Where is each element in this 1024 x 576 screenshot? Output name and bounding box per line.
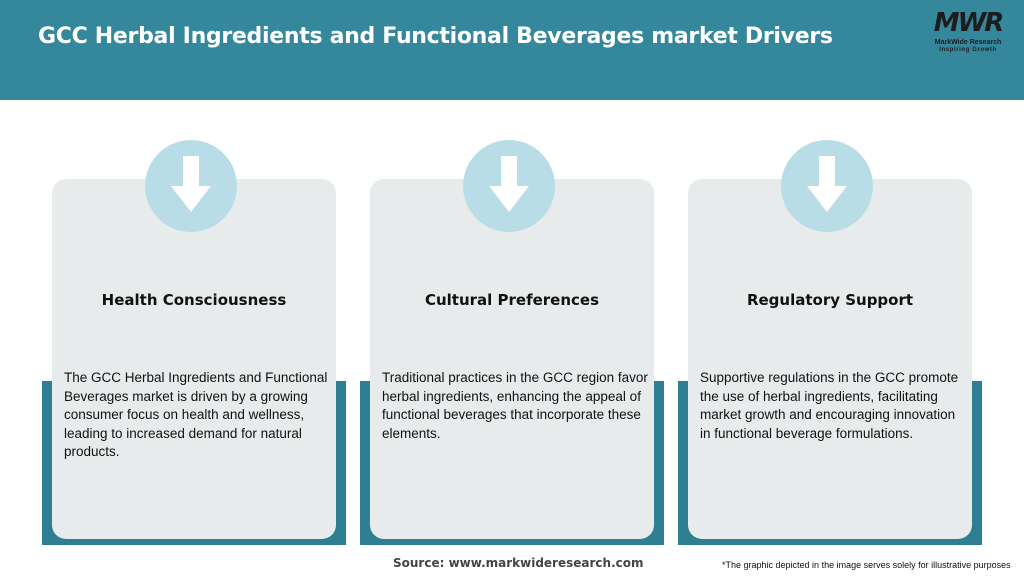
header-banner: GCC Herbal Ingredients and Functional Be… [0, 0, 1024, 100]
page-title: GCC Herbal Ingredients and Functional Be… [38, 24, 833, 49]
logo-name: MarkWide Research [934, 39, 1002, 46]
card-text: Traditional practices in the GCC region … [382, 370, 648, 441]
driver-card-regulatory: Regulatory Support Supportive regulation… [678, 140, 984, 550]
driver-card-cultural: Cultural Preferences Traditional practic… [360, 140, 666, 550]
down-arrow-icon [463, 140, 555, 232]
card-text: The GCC Herbal Ingredients and Functiona… [64, 370, 328, 459]
card-title: Cultural Preferences [424, 291, 600, 309]
logo-tagline: Inspiring Growth [939, 47, 997, 53]
driver-card-health: Health Consciousness The GCC Herbal Ingr… [42, 140, 348, 550]
card-text: Supportive regulations in the GCC promot… [700, 370, 959, 441]
down-arrow-icon [781, 140, 873, 232]
logo-mark: MWR [933, 8, 1005, 38]
disclaimer-note: *The graphic depicted in the image serve… [722, 560, 1011, 570]
source-note: Source: www.markwideresearch.com [393, 556, 644, 570]
card-panel: Cultural Preferences Traditional practic… [370, 179, 654, 539]
down-arrow-icon [145, 140, 237, 232]
card-title: Health Consciousness [101, 291, 287, 309]
card-panel: Regulatory Support Supportive regulation… [688, 179, 972, 539]
logo: MWR MarkWide Research Inspiring Growth [922, 8, 1014, 58]
card-title: Regulatory Support [746, 291, 914, 309]
card-panel: Health Consciousness The GCC Herbal Ingr… [52, 179, 336, 539]
